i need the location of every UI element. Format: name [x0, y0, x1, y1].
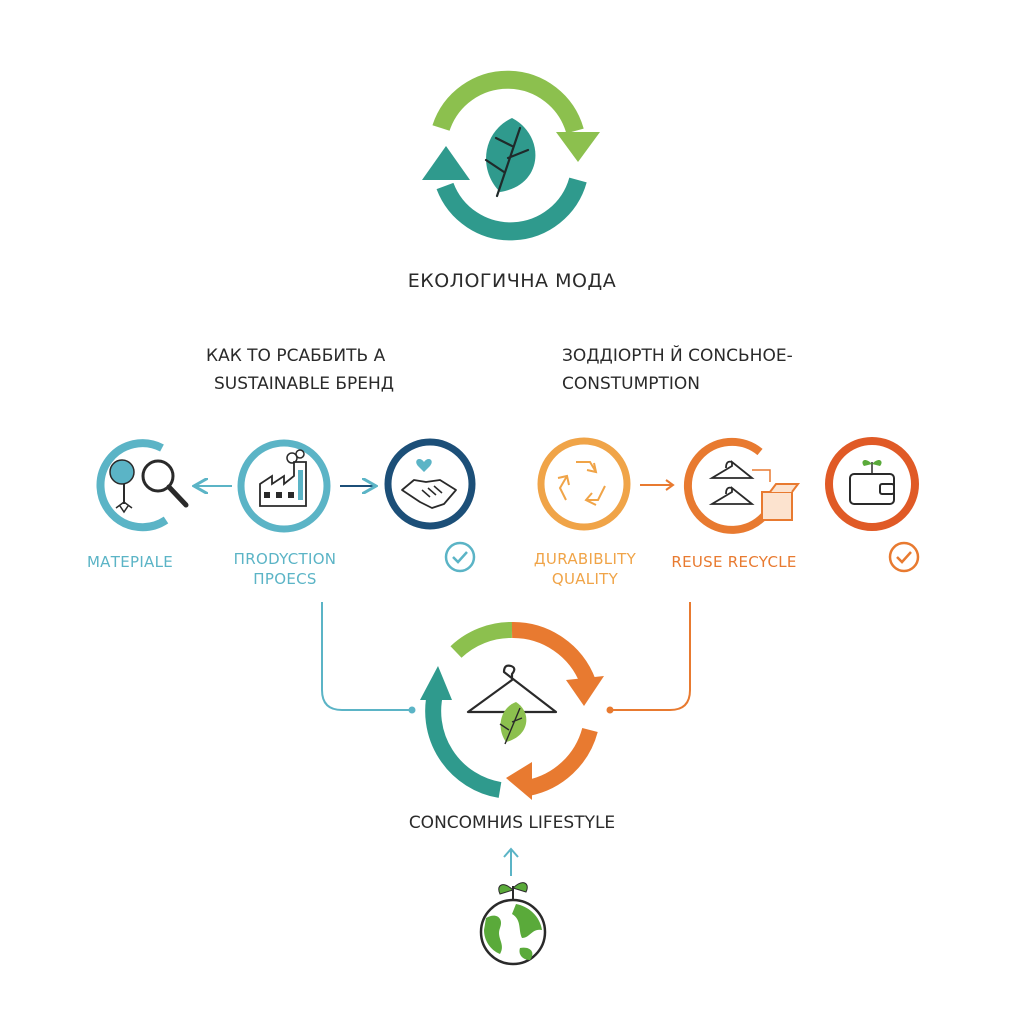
handshake-heart-icon	[401, 459, 457, 509]
materials-label: МАТЕРIALE	[86, 553, 174, 571]
lifestyle-cycle-icon	[420, 621, 604, 800]
wallet-circle	[825, 437, 919, 531]
section-left-line1: КАК ТО РСАББИТЬ А	[206, 346, 386, 366]
tree-magnifier-icon	[109, 459, 189, 514]
globe-sprout-icon	[479, 882, 547, 966]
production-label-line2: ПРОЕCS	[253, 570, 317, 588]
section-right-line1: ЗОДДIОРТН Й CONCЬНОЕ-	[562, 346, 793, 366]
materials-circle	[96, 439, 189, 532]
durability-label: ДURABIBLITY QUALITY	[520, 549, 650, 589]
section-left-line2: SUSTAINABLE БРЕНД	[214, 374, 395, 394]
arrow-up-icon	[503, 847, 519, 876]
production-label: ПRODYCTION ПРОЕCS	[220, 549, 350, 589]
partnership-circle	[384, 438, 476, 530]
hangers-box-icon	[708, 460, 800, 521]
wallet-sprout-icon	[849, 460, 895, 505]
eco-cycle-logo-icon	[422, 70, 600, 241]
durability-label-line2: QUALITY	[551, 570, 619, 588]
check-icon	[888, 541, 920, 573]
section-left-heading: КАК ТО РСАББИТЬ А SUSTAINABLE БРЕНД	[204, 342, 394, 398]
factory-icon	[259, 449, 307, 507]
reuse-label: REUSE RECYCLE	[671, 553, 797, 571]
recycle-icon	[557, 461, 606, 506]
durability-label-line1: ДURABIBLITY	[533, 550, 637, 568]
durability-circle	[537, 437, 631, 531]
hanger-leaf-icon	[466, 664, 558, 745]
connector-right	[612, 602, 691, 711]
page-title: ЕКОЛОГИЧНА МОДА	[407, 270, 617, 292]
section-right-heading: ЗОДДIОРТН Й CONCЬНОЕ- CONSTUMPTION	[562, 342, 793, 398]
production-label-line1: ПRODYCTION	[233, 550, 337, 568]
section-right-line2: CONSTUMPTION	[562, 374, 701, 394]
production-circle	[237, 439, 331, 533]
lifestyle-label: CONCOMHИS LIFESTYLE	[408, 813, 616, 833]
check-icon	[444, 541, 476, 573]
reuse-circle	[684, 437, 800, 534]
connector-left	[321, 602, 410, 711]
